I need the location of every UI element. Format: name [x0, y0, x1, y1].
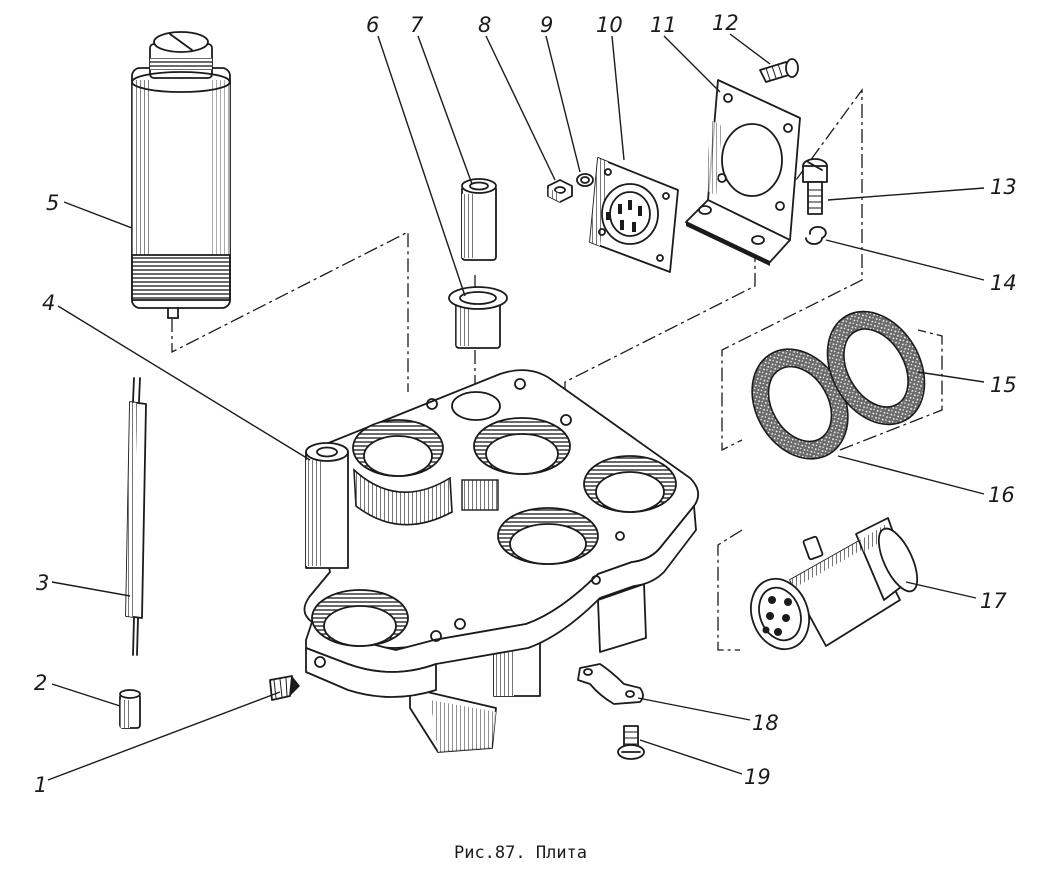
callout-labels: 1 2 3 4 5 6 7 8 9 10 11 12 13 14 15 16 1… [34, 11, 1017, 797]
part-12-screw [759, 58, 799, 83]
callout-3: 3 [36, 571, 49, 595]
plate-bore-center [497, 507, 599, 565]
callout-7: 7 [410, 13, 424, 37]
callout-10: 10 [596, 13, 623, 37]
part-6-flanged-bushing [448, 286, 508, 349]
part-4-base-plate [303, 369, 700, 753]
part-19-screw [617, 725, 645, 760]
callout-9: 9 [540, 13, 553, 37]
part-8-nut [547, 179, 573, 203]
callout-6: 6 [366, 13, 379, 37]
callout-16: 16 [988, 483, 1015, 507]
callout-2: 2 [34, 671, 47, 695]
callout-1: 1 [34, 773, 47, 797]
part-13-screw [802, 158, 828, 215]
plate-bore-right [583, 455, 677, 513]
part-17-plug [750, 517, 919, 651]
callout-5: 5 [46, 191, 59, 215]
plate-bore-front [311, 589, 409, 647]
callout-11: 11 [650, 13, 677, 37]
part-11-bracket [685, 79, 801, 266]
part-15-gasket [826, 310, 926, 426]
callout-12: 12 [712, 11, 739, 35]
figure-caption: Рис.87. Плита [453, 843, 588, 863]
callout-4: 4 [42, 291, 55, 315]
callout-8: 8 [478, 13, 491, 37]
part-10-connector [589, 157, 679, 273]
callout-15: 15 [990, 373, 1017, 397]
plate-bore-top-middle [473, 417, 571, 475]
part-9-lock-washer [576, 173, 594, 187]
callout-19: 19 [744, 765, 771, 789]
leader-lines [47, 33, 985, 781]
callout-14: 14 [990, 271, 1017, 295]
part-5-cylinder [131, 31, 231, 319]
callout-18: 18 [752, 711, 779, 735]
part-1-screw [269, 675, 300, 701]
part-18-clamp [577, 663, 644, 705]
callout-13: 13 [990, 175, 1017, 199]
part-3-rod [125, 377, 147, 656]
part-2-bushing [119, 689, 141, 729]
plate-bore-top-left [352, 419, 444, 477]
part-14-spring-washer [805, 225, 827, 245]
part-7-sleeve [461, 178, 497, 261]
callout-17: 17 [980, 589, 1007, 613]
